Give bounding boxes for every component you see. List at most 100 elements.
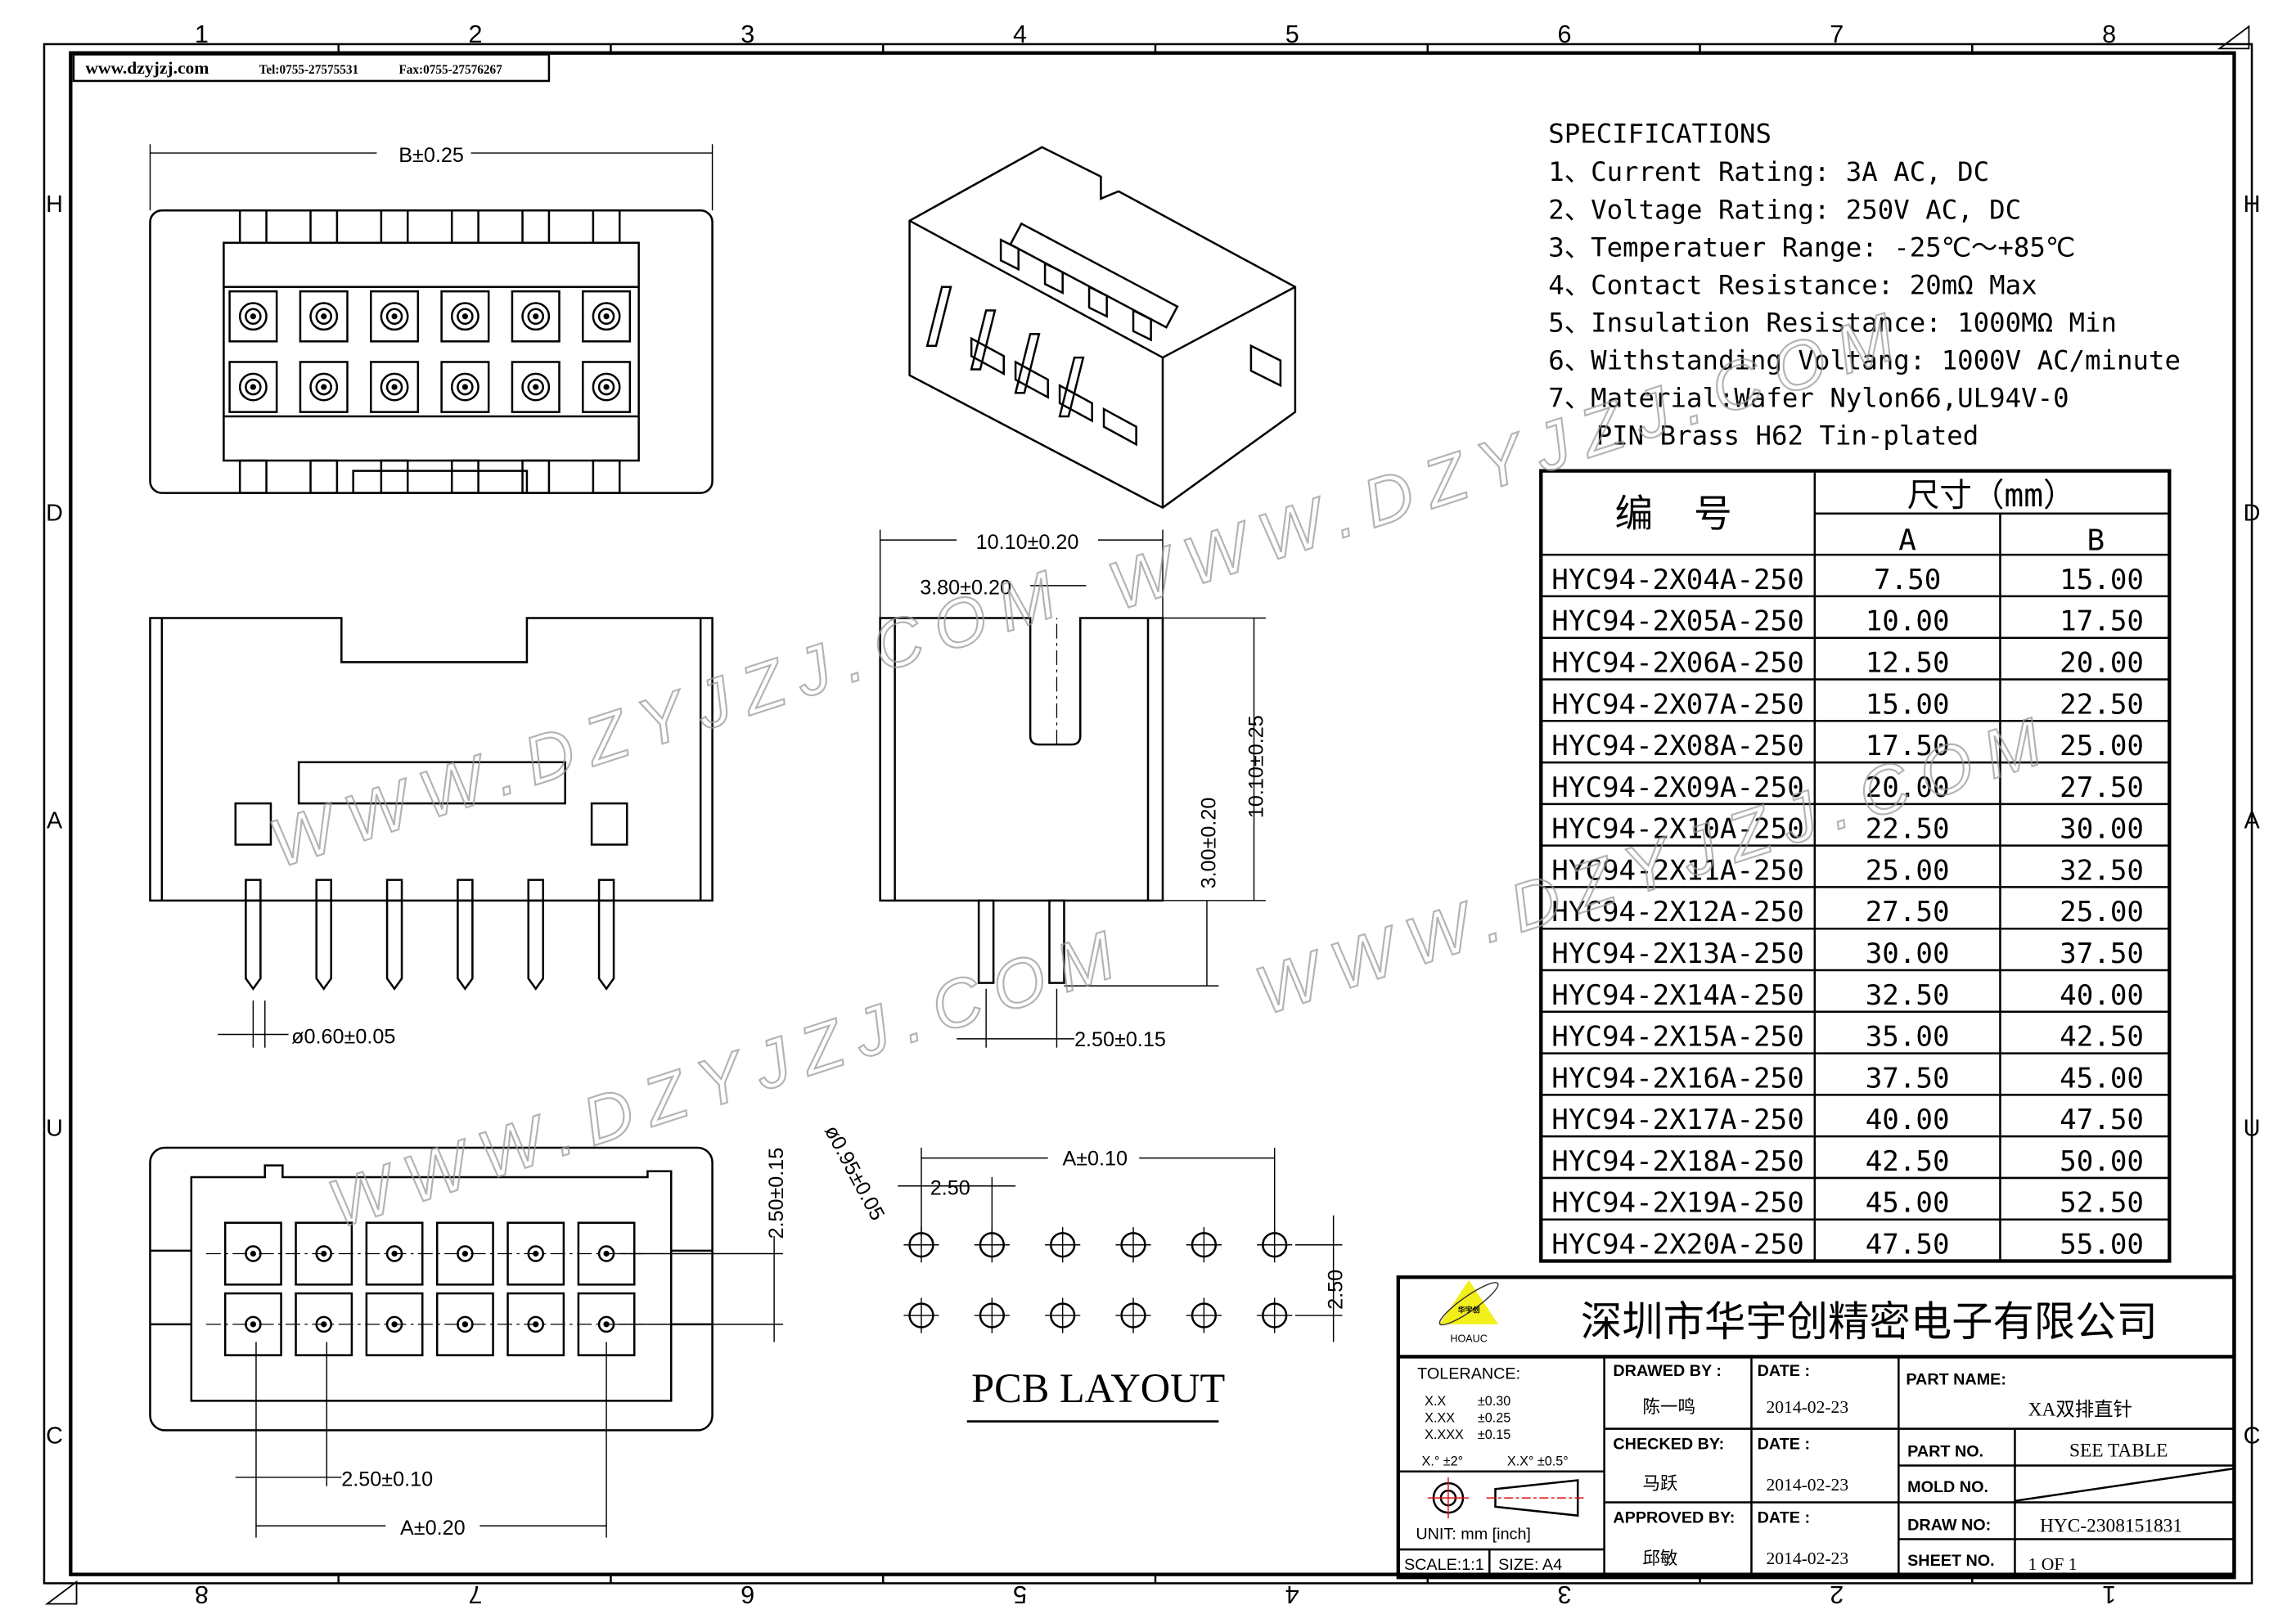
unit-label: UNIT: mm [inch] [1416, 1525, 1531, 1543]
part-name: XA双排直针 [2028, 1398, 2132, 1420]
tolerance-format: X.XX [1425, 1410, 1455, 1425]
angle-tolerance-1: X.° ±2° [1422, 1454, 1464, 1469]
dim-a-cell: 15.00 [1866, 688, 1950, 721]
col-a-header: A [1898, 524, 1916, 558]
dim-b-cell: 30.00 [2060, 813, 2144, 846]
row-label: D [46, 501, 63, 527]
part-number-cell: HYC94-2X13A-250 [1551, 937, 1803, 970]
tolerance-value: ±0.30 [1478, 1394, 1510, 1409]
part-number-cell: HYC94-2X18A-250 [1551, 1145, 1803, 1178]
dim-a-cell: 35.00 [1866, 1021, 1950, 1054]
col-size-header: 尺寸（mm） [1907, 477, 2076, 515]
logo-brand: HOAUC [1450, 1333, 1487, 1344]
dim-a-cell: 17.50 [1866, 730, 1950, 762]
drawn-by: 陈一鸣 [1642, 1397, 1695, 1417]
part-number-cell: HYC94-2X15A-250 [1551, 1021, 1803, 1054]
contact-cavity [582, 290, 632, 343]
part-number-cell: HYC94-2X11A-250 [1551, 854, 1803, 887]
angle-tolerance-2: X.X° ±0.5° [1507, 1454, 1569, 1469]
col-part-header: 编 号 [1615, 492, 1741, 537]
dim-a-cell: 37.50 [1866, 1062, 1950, 1095]
contact-cavity [440, 361, 490, 413]
dim-b-cell: 17.50 [2060, 605, 2144, 638]
svg-text:华宇创: 华宇创 [1458, 1305, 1480, 1314]
zone-label: 6 [741, 1580, 754, 1608]
zone-label: 2 [468, 20, 482, 48]
dim-bottom-row-pitch: 2.50±0.15 [765, 1148, 788, 1239]
row-label: A [2244, 808, 2260, 834]
pin-cavity [435, 1292, 494, 1356]
dim-pcb-hole: ø0.95±0.05 [820, 1122, 889, 1224]
zone-label: 5 [1013, 1580, 1027, 1608]
dim-a-cell: 7.50 [1874, 564, 1941, 596]
title-block: 华宇创 HOAUC 深圳市华宇创精密电子有限公司 TOLERANCE: X.X±… [1396, 1275, 2236, 1580]
dim-a-cell: 40.00 [1866, 1104, 1950, 1136]
part-number-cell: HYC94-2X06A-250 [1551, 646, 1803, 679]
dim-b-cell: 55.00 [2060, 1229, 2144, 1261]
approved-by-label: APPROVED BY: [1613, 1509, 1735, 1527]
part-number-cell: HYC94-2X08A-250 [1551, 730, 1803, 762]
contact-cavity [299, 361, 349, 413]
row-label: H [46, 191, 63, 218]
dim-a-cell: 45.00 [1866, 1187, 1950, 1220]
zone-label: 6 [1558, 20, 1572, 48]
zone-label: 3 [1558, 1580, 1572, 1608]
row-label: C [2244, 1423, 2261, 1450]
pin [597, 879, 615, 991]
pcb-layout-label: PCB LAYOUT [971, 1365, 1225, 1411]
fax-text: Fax:0755-27576267 [398, 63, 502, 77]
approved-by: 邱敏 [1642, 1549, 1677, 1568]
spec-item: 4、Contact Resistance: 20mΩ Max [1548, 269, 2037, 300]
spec-title: SPECIFICATIONS [1548, 118, 1772, 149]
company-name: 深圳市华宇创精密电子有限公司 [1581, 1298, 2158, 1345]
spec-item: 1、Current Rating: 3A AC, DC [1548, 156, 1989, 187]
pin [457, 879, 474, 991]
company-logo: 华宇创 HOAUC [1438, 1279, 1499, 1344]
dim-a-cell: 12.50 [1866, 646, 1950, 679]
zone-label: 4 [1013, 20, 1027, 48]
dim-a-cell: 10.00 [1866, 605, 1950, 638]
spec-item: 3、Temperatuer Range: -25℃～+85℃ [1548, 232, 2075, 263]
contact-cavity [228, 290, 278, 343]
pin [527, 879, 544, 991]
date-label: DATE : [1758, 1362, 1810, 1380]
spec-item: 6、Withstanding Voltang: 1000V AC/minute [1548, 344, 2181, 375]
part-number-cell: HYC94-2X16A-250 [1551, 1062, 1803, 1095]
drawn-date: 2014-02-23 [1766, 1397, 1848, 1417]
pin-cavity [295, 1292, 353, 1356]
contact-cavity [370, 361, 420, 413]
dim-b-cell: 37.50 [2060, 937, 2144, 970]
row-label: H [2244, 191, 2261, 218]
zone-label: 8 [195, 1580, 209, 1608]
dim-b-cell: 20.00 [2060, 646, 2144, 679]
pin-cavity [506, 1292, 565, 1356]
date-label: DATE : [1758, 1436, 1810, 1454]
dim-a-cell: 20.00 [1866, 771, 1950, 804]
part-number-cell: HYC94-2X04A-250 [1551, 564, 1803, 596]
dim-pcb-pitch: 2.50 [930, 1177, 970, 1200]
contact-cavity [511, 361, 560, 413]
zone-label: 1 [195, 20, 209, 48]
dim-b: B±0.25 [398, 144, 464, 167]
dim-a-cell: 42.50 [1866, 1145, 1950, 1178]
watermark-text: WWW.DZYJZJ.COM [320, 912, 1138, 1243]
contact-cavity [370, 290, 420, 343]
dim-b-cell: 42.50 [2060, 1021, 2144, 1054]
dim-b-cell: 47.50 [2060, 1104, 2144, 1136]
pin-cavity [365, 1292, 424, 1356]
pin-cavity [365, 1221, 424, 1286]
front-view: ø0.60±0.05 [149, 617, 714, 1048]
checked-by-label: CHECKED BY: [1613, 1436, 1724, 1454]
top-view: B±0.25 [149, 139, 714, 494]
watermark-text: WWW.DZYJZJ.COM [261, 551, 1079, 882]
dim-side-height: 10.10±0.25 [1245, 715, 1267, 818]
